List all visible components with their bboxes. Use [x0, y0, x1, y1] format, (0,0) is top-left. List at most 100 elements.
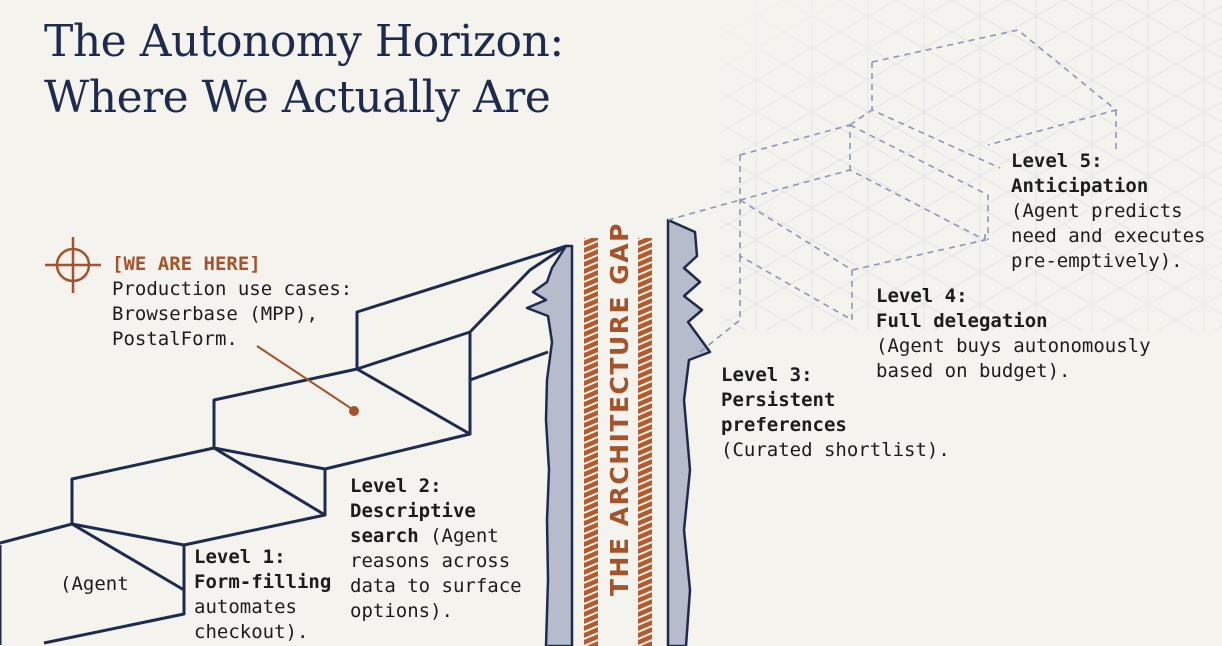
gap-hatch-line: [584, 238, 592, 241]
gap-hatch-line: [637, 555, 652, 563]
gap-hatch-line: [637, 597, 652, 605]
gap-hatch-line: [637, 576, 652, 584]
gap-hatch-line: [584, 464, 599, 472]
gap-hatch-line: [637, 289, 652, 297]
target-icon: [45, 237, 101, 293]
background-grid: [720, 0, 1222, 330]
gap-hatch-line: [637, 296, 652, 304]
level-5-label: Level 5: Anticipation (Agent predicts ne…: [1011, 149, 1205, 274]
level-2-subtitle: Descriptive: [350, 500, 476, 522]
gap-hatch-line: [637, 436, 652, 444]
gap-hatch-line: [584, 625, 599, 633]
gap-hatch-line: [637, 345, 652, 353]
gap-hatch-line: [637, 261, 652, 269]
gap-hatch-line: [637, 485, 652, 493]
gap-hatch-line: [637, 303, 652, 311]
we-are-here-tag: [WE ARE HERE]: [112, 253, 261, 275]
gap-hatch-line: [637, 275, 652, 283]
gap-hatch-line: [637, 583, 652, 591]
gap-hatch-line: [637, 247, 652, 255]
gap-hatch-line: [637, 513, 652, 521]
gap-hatch-line: [637, 401, 652, 409]
gap-hatch-line: [637, 373, 652, 381]
gap-hatch-line: [637, 590, 652, 598]
gap-hatch-line: [584, 338, 599, 346]
level-4-label: Level 4: Full delegation (Agent buys aut…: [876, 284, 1151, 384]
gap-hatch-line: [584, 478, 599, 486]
title-line-2: Where We Actually Are: [44, 72, 551, 123]
gap-hatch-line: [637, 240, 652, 248]
architecture-gap: [584, 220, 652, 646]
level-2-desc-2: reasons across: [350, 550, 511, 572]
gap-hatch-line: [637, 238, 646, 241]
level-2-desc-1-bold: search: [350, 525, 419, 547]
gap-hatch-line: [637, 366, 652, 374]
gap-hatch-line: [584, 450, 599, 458]
gap-hatch-line: [638, 220, 652, 226]
gap-hatch-line: [584, 359, 599, 367]
pointer-dot: [349, 406, 359, 416]
gap-hatch-line: [584, 401, 599, 409]
gap-hatch-line: [584, 254, 599, 262]
gap-hatch-line: [637, 562, 652, 570]
gap-hatch-line: [584, 331, 599, 339]
gap-hatch-line: [584, 506, 599, 514]
gap-hatch-line: [637, 604, 652, 612]
gap-hatch-line: [584, 457, 599, 465]
level-1-label: Level 1: Form-filling automates checkout…: [194, 545, 331, 645]
gap-hatch-line: [584, 471, 599, 479]
gap-hatch-line: [584, 513, 599, 521]
level-5-desc-3: pre-emptively).: [1011, 250, 1183, 272]
gap-hatch-line: [584, 303, 599, 311]
gap-hatch-line: [637, 317, 652, 325]
gap-hatch-line: [584, 485, 599, 493]
gap-hatch-line: [584, 387, 599, 395]
gap-hatch-line: [584, 534, 599, 542]
level-5-desc-2: need and executes: [1011, 225, 1206, 247]
gap-hatch-line: [637, 520, 652, 528]
gap-hatch-line: [638, 227, 652, 233]
gap-hatch-line: [637, 632, 652, 640]
level-2-desc-4: options).: [350, 600, 453, 622]
gap-hatch-line: [584, 268, 599, 276]
gap-hatch-line: [637, 499, 652, 507]
future-stairs: [667, 29, 1118, 353]
we-are-here-callout: [WE ARE HERE] Production use cases: Brow…: [112, 252, 352, 352]
gap-hatch-line: [637, 415, 652, 423]
gap-hatch-line: [637, 457, 652, 465]
gap-hatch-line: [584, 429, 599, 437]
gap-hatch-line: [584, 569, 599, 577]
gap-hatch-line: [637, 443, 652, 451]
gap-hatch-line: [584, 324, 599, 332]
gap-hatch-line: [637, 492, 652, 500]
gap-hatch-line: [584, 408, 599, 416]
gap-hatch-line: [637, 618, 652, 626]
gap-hatch-line: [584, 541, 599, 549]
level-5-title: Level 5:: [1011, 150, 1103, 172]
gap-hatch-line: [584, 422, 599, 430]
gap-hatch-line: [637, 534, 652, 542]
gap-hatch-line: [584, 394, 599, 402]
level-1-desc-1: automates: [194, 596, 297, 618]
gap-label: THE ARCHITECTURE GAP: [605, 222, 634, 596]
level-3-subtitle-1: Persistent: [721, 389, 836, 411]
gap-hatch-line: [637, 352, 652, 360]
gap-hatch-line: [584, 220, 598, 226]
gap-hatch-line: [637, 541, 652, 549]
page-title: The Autonomy Horizon: Where We Actually …: [44, 14, 564, 126]
level-2-label: Level 2: Descriptive search (Agent reaso…: [350, 474, 522, 624]
gap-hatch-line: [584, 527, 599, 535]
title-line-1: The Autonomy Horizon:: [44, 16, 564, 67]
gap-hatch-line: [637, 359, 652, 367]
level-2-desc-1-rest: (Agent: [418, 525, 499, 547]
gap-hatch-line: [637, 429, 652, 437]
level-5-desc-1: (Agent predicts: [1011, 200, 1183, 222]
gap-hatch-line: [584, 380, 599, 388]
gap-hatch-line: [584, 604, 599, 612]
gap-hatch-line: [584, 261, 599, 269]
right-cliff-face: [666, 218, 712, 646]
gap-hatch-line: [637, 394, 652, 402]
gap-hatch-line: [637, 310, 652, 318]
level-4-title: Level 4:: [876, 285, 968, 307]
